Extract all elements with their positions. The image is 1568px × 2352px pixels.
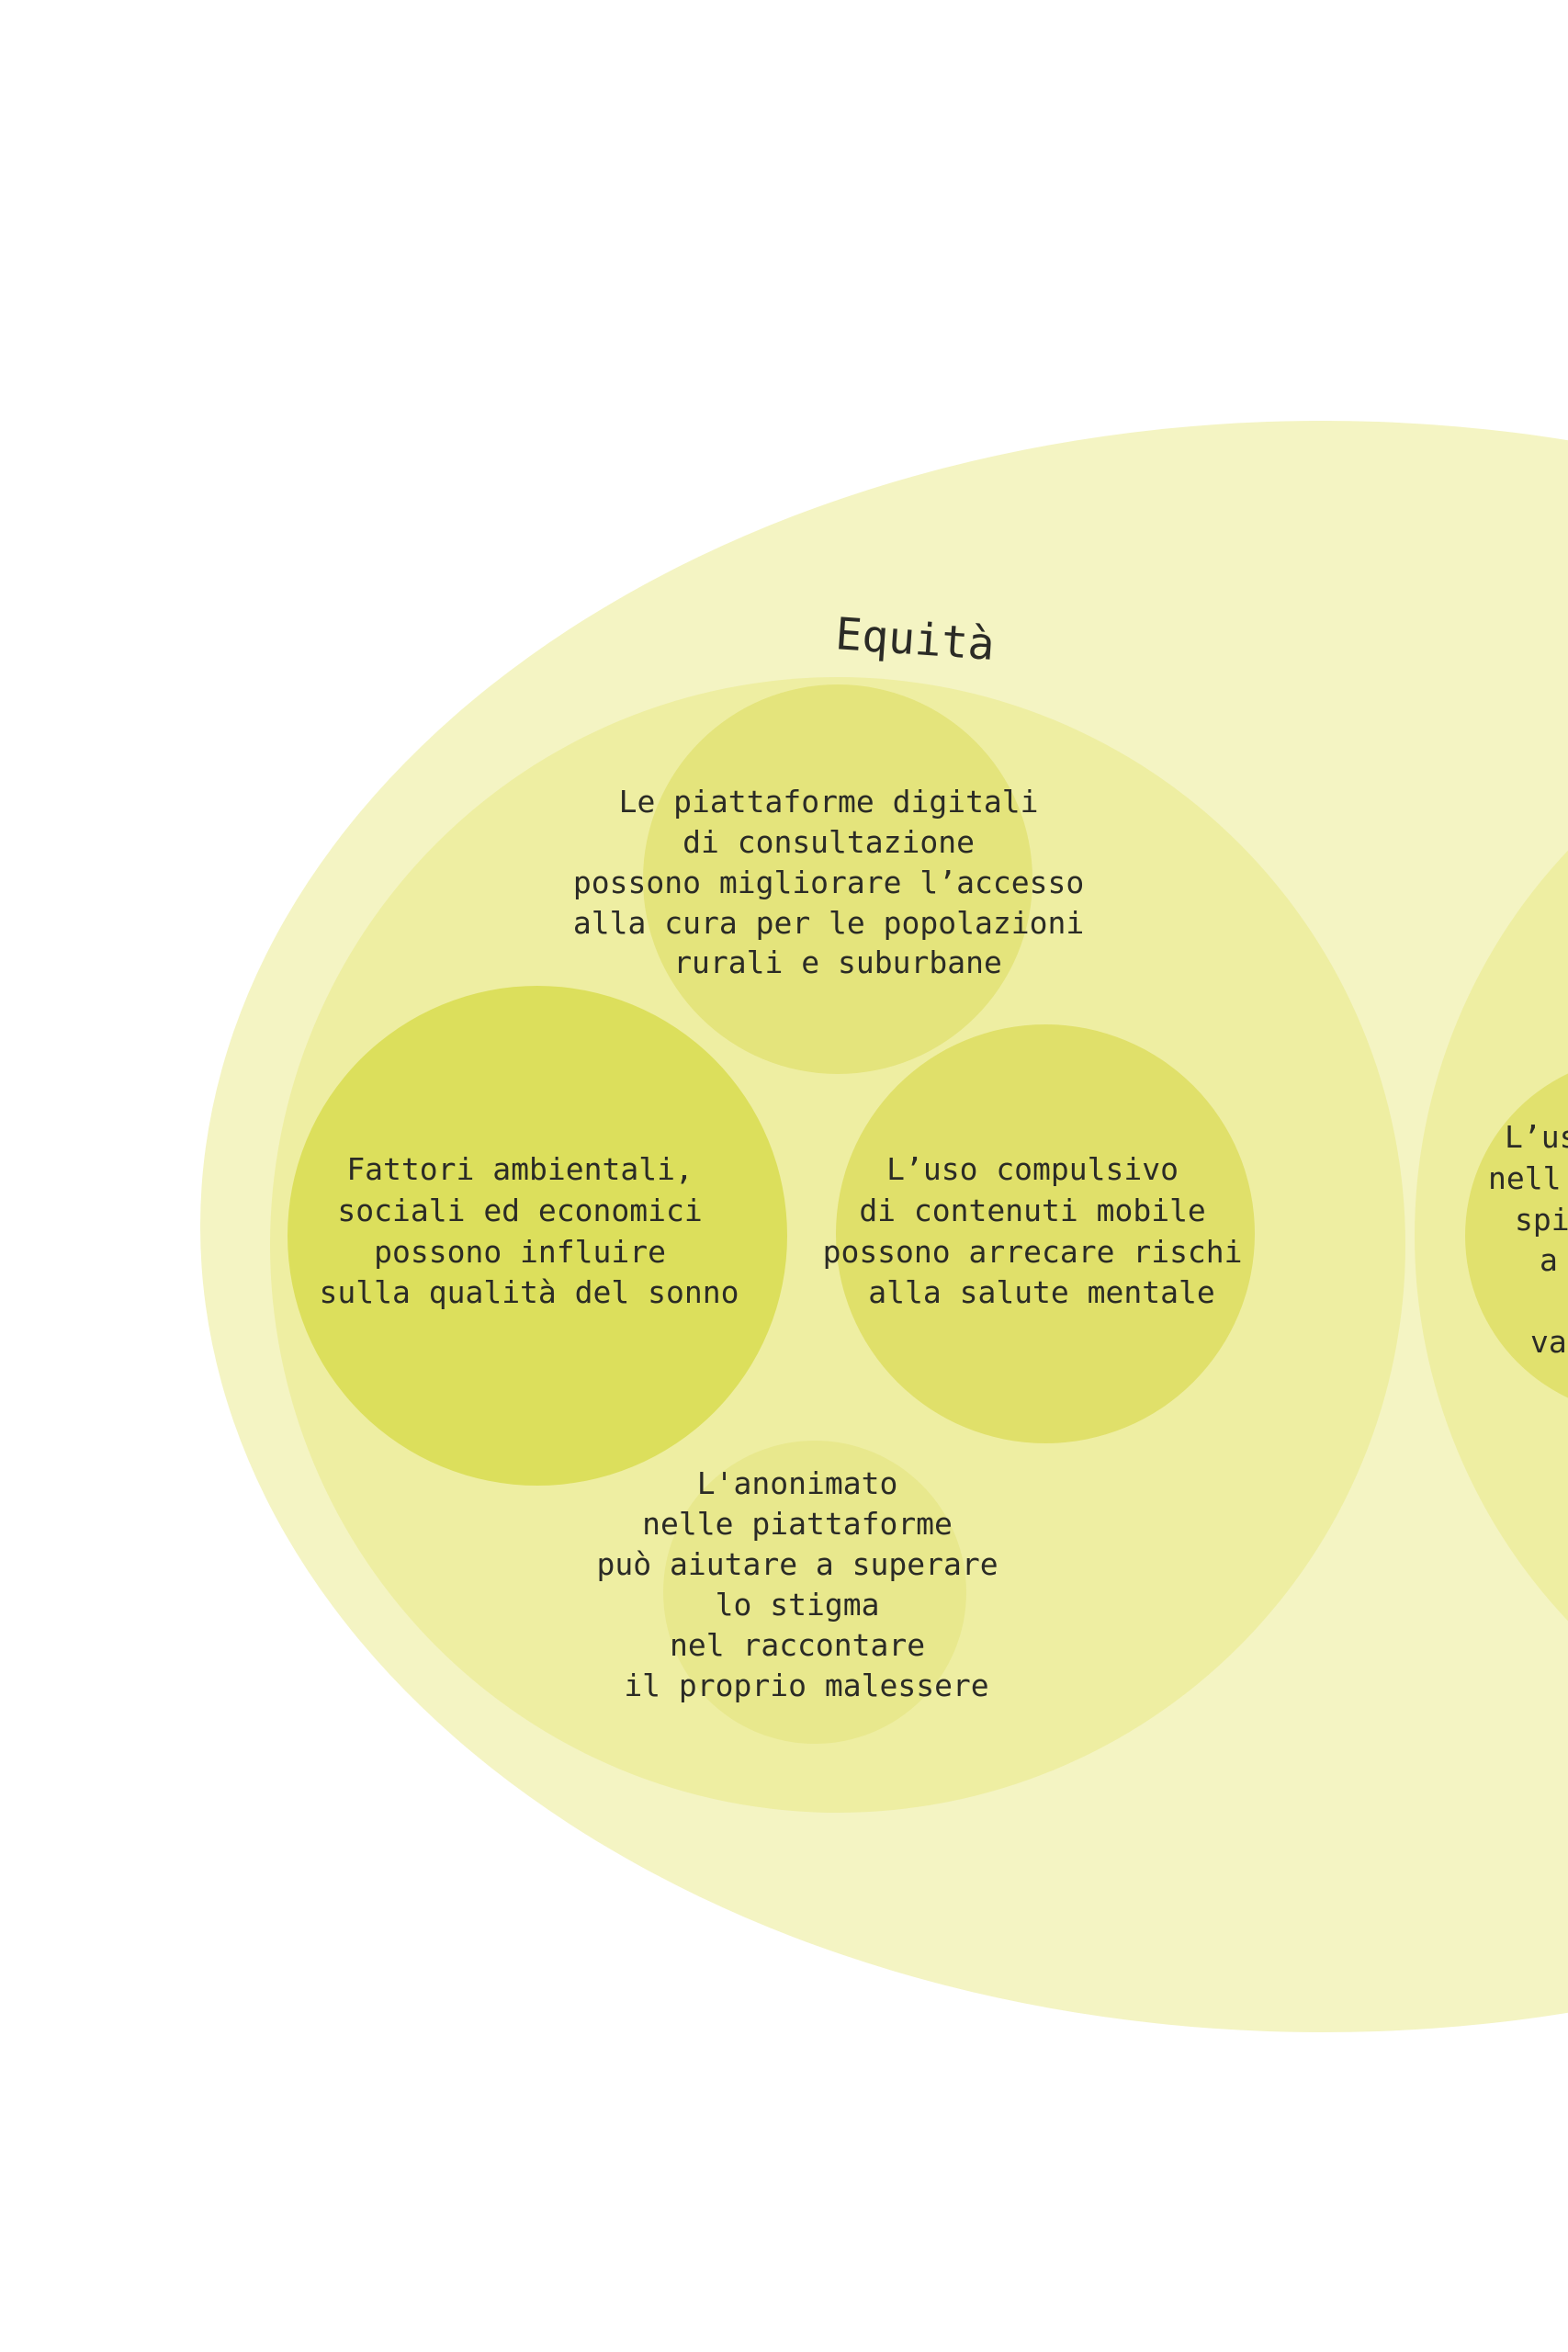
bubble-digital-platforms-circle	[643, 684, 1032, 1074]
bubble-line: sulla qualità del sonno	[320, 1274, 739, 1310]
bubble-line: nel raccontare	[670, 1627, 925, 1663]
bubble-line: il proprio malessere	[624, 1668, 988, 1703]
bubble-line: possono arrecare rischi	[823, 1234, 1243, 1270]
bubble-line: spi	[1515, 1202, 1568, 1238]
partial-bubble-text: L’us nell' spi a va	[1488, 1119, 1568, 1360]
bubble-line: possono migliorare l’accesso	[573, 865, 1084, 900]
bubble-line: nell'	[1488, 1160, 1568, 1196]
bubble-sleep-factors-circle	[288, 986, 787, 1486]
bubble-line: alla salute mentale	[868, 1274, 1215, 1310]
bubble-line: possono influire	[374, 1234, 666, 1270]
bubble-line: può aiutare a superare	[597, 1546, 998, 1582]
bubble-line: sociali ed economici	[337, 1193, 702, 1228]
bubble-line: di contenuti mobile	[859, 1193, 1206, 1228]
bubble-line: Le piattaforme digitali	[619, 784, 1039, 820]
bubble-line: alla cura per le popolazioni	[573, 905, 1084, 941]
bubble-line: lo stigma	[716, 1587, 880, 1623]
bubble-line: Fattori ambientali,	[346, 1151, 694, 1187]
bubble-line: L'anonimato	[697, 1465, 898, 1501]
right-partial-bubble	[1465, 1073, 1568, 1398]
bubble-line: di consultazione	[682, 824, 975, 860]
bubble-digital-platforms-text: Le piattaforme digitali di consultazione…	[573, 784, 1102, 980]
bubble-anonymity-text: L'anonimato nelle piattaforme può aiutar…	[597, 1465, 1017, 1703]
bubble-line: rurali e suburbane	[673, 944, 1002, 980]
bubble-sleep-factors-text: Fattori ambientali, sociali ed economici…	[320, 1151, 739, 1310]
bubble-line: L’uso compulsivo	[886, 1151, 1179, 1187]
bubble-anonymity-circle	[663, 1441, 966, 1744]
bubble-compulsive-use-text: L’uso compulsivo di contenuti mobile pos…	[823, 1151, 1261, 1310]
bubble-line: va	[1530, 1324, 1567, 1360]
bubble-line: a	[1540, 1242, 1558, 1278]
bubble-compulsive-use-circle	[836, 1024, 1255, 1443]
bubble-line: L’us	[1505, 1119, 1568, 1155]
bubble-line: nelle piattaforme	[642, 1506, 953, 1542]
group-title: Equità	[834, 608, 997, 671]
